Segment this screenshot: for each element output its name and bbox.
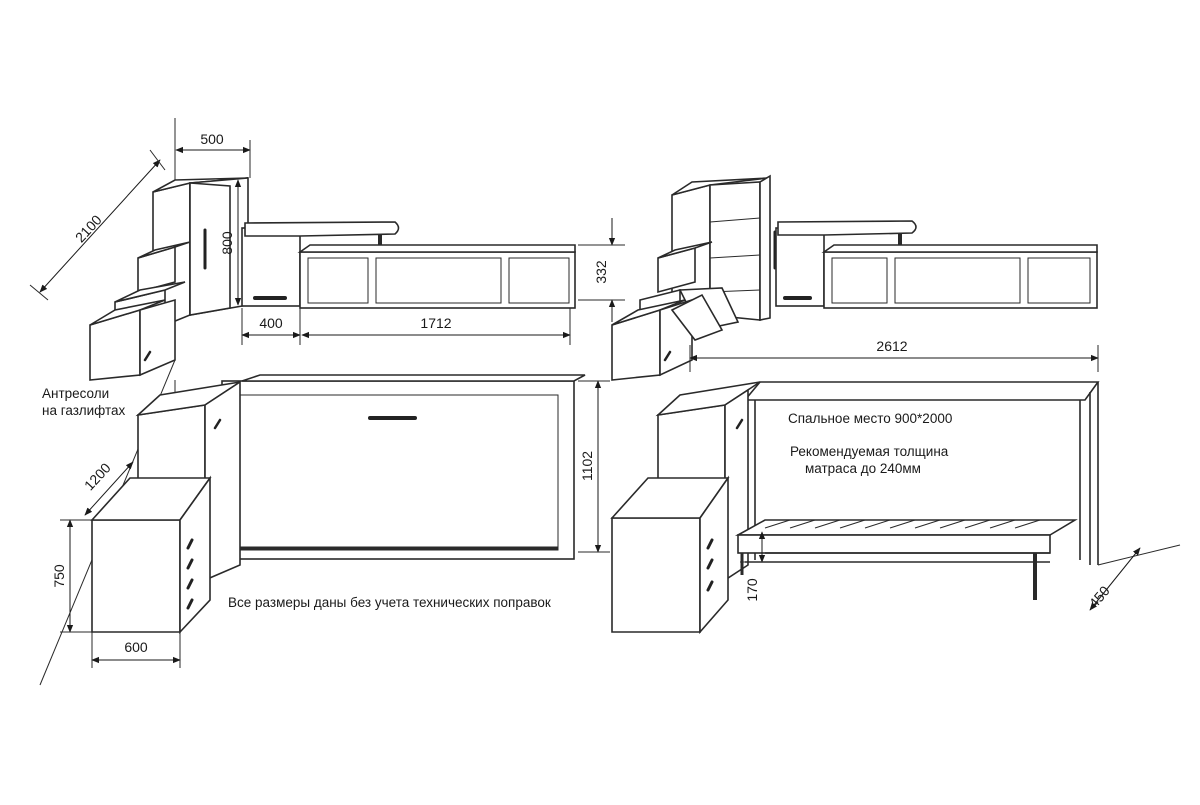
mattress-label-line1: Рекомендуемая толщина [790, 444, 949, 459]
dimension-500: 500 [175, 131, 251, 178]
dimension-400: 400 [241, 308, 301, 345]
dimension-750: 750 [51, 519, 92, 633]
dim-750-text: 750 [51, 564, 67, 588]
dimension-2612: 2612 [689, 338, 1099, 372]
antresoli-label-line2: на газлифтах [42, 403, 126, 418]
dim-500-text: 500 [200, 131, 224, 147]
dim-170-text: 170 [744, 578, 760, 602]
dim-1712-text: 1712 [420, 315, 451, 331]
left-view: 2100 500 800 332 400 1712 [29, 118, 625, 686]
dim-600-text: 600 [124, 639, 148, 655]
note-label: Все размеры даны без учета технических п… [228, 595, 551, 610]
dimension-600: 600 [91, 632, 181, 668]
right-view: 2612 170 450 Спальное место 900*2000 Рек… [610, 174, 1181, 635]
mattress-label-line2: матраса до 240мм [805, 461, 921, 476]
dim-1102-text: 1102 [579, 451, 595, 481]
dimension-1712: 1712 [301, 308, 571, 345]
dimension-332: 332 [578, 218, 625, 322]
dimension-170: 170 [740, 531, 775, 602]
dimension-450: 450 [1086, 547, 1141, 611]
sleeping-label: Спальное место 900*2000 [788, 411, 952, 426]
dim-2100-text: 2100 [72, 212, 105, 246]
dim-800-text: 800 [219, 231, 235, 255]
dimension-800: 800 [219, 179, 242, 306]
dim-332-text: 332 [593, 260, 609, 284]
dimension-1102: 1102 [578, 380, 610, 553]
dim-2612-text: 2612 [876, 338, 907, 354]
dim-400-text: 400 [259, 315, 283, 331]
antresoli-label-line1: Антресоли [42, 386, 109, 401]
